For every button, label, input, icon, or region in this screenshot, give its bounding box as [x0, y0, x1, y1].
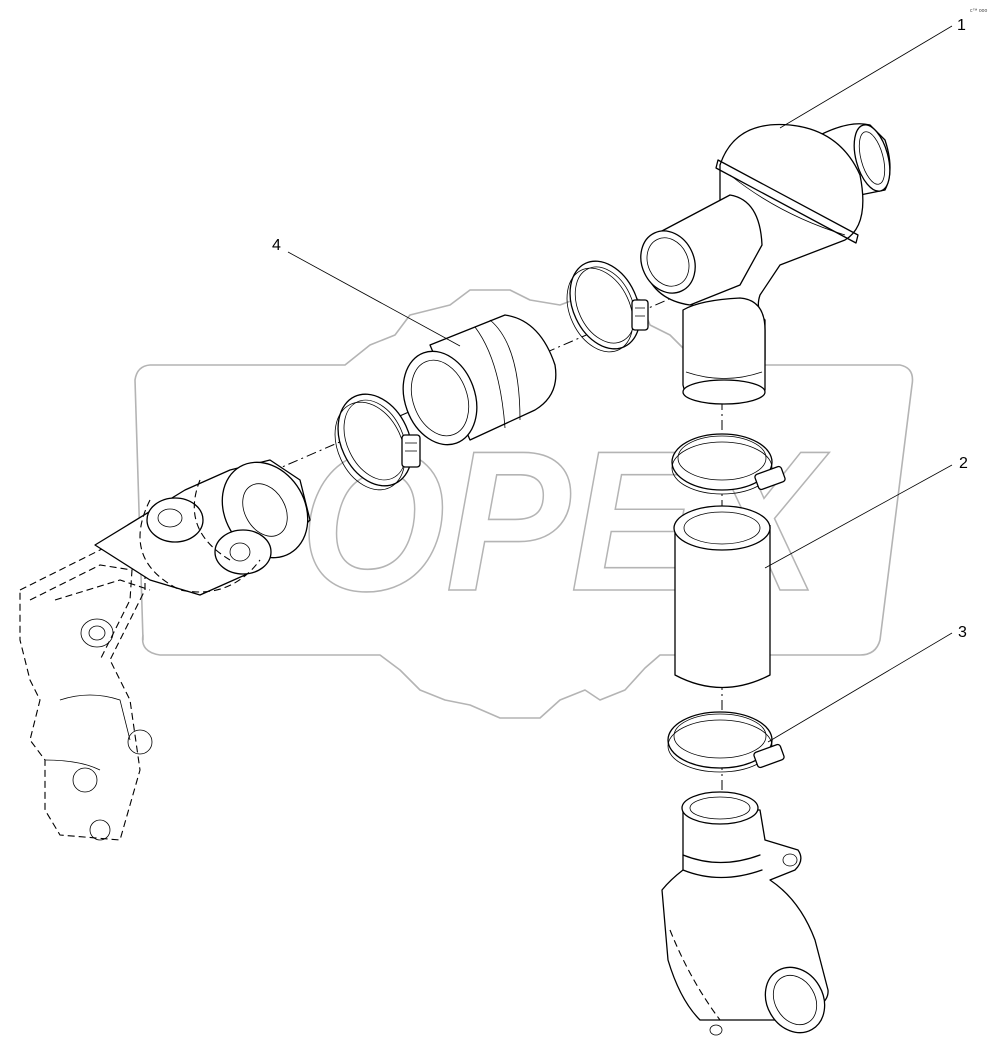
corner-mark: c™ ooo [970, 8, 987, 14]
pump-outlet-housing [661, 791, 829, 1036]
callout-4: 4 [272, 237, 281, 254]
callout-1: 1 [957, 17, 966, 34]
hose-clamp-upper [566, 260, 649, 353]
thermostat-housing [640, 123, 891, 405]
hose-clamp-mid [671, 433, 786, 495]
watermark-gear-outline [134, 289, 914, 719]
hose-connector-4 [402, 314, 557, 446]
engine-head-casting [19, 459, 311, 841]
hose-clamp-3 [667, 711, 785, 773]
callout-2: 2 [959, 455, 968, 472]
callout-3: 3 [958, 624, 967, 641]
leader-line-3 [767, 632, 953, 743]
leader-line-1 [779, 25, 953, 129]
straight-hose-2 [673, 505, 771, 689]
leader-lines [287, 25, 953, 743]
leader-line-4 [287, 251, 461, 347]
hose-clamp-left [334, 393, 421, 491]
leader-line-2 [764, 464, 953, 569]
